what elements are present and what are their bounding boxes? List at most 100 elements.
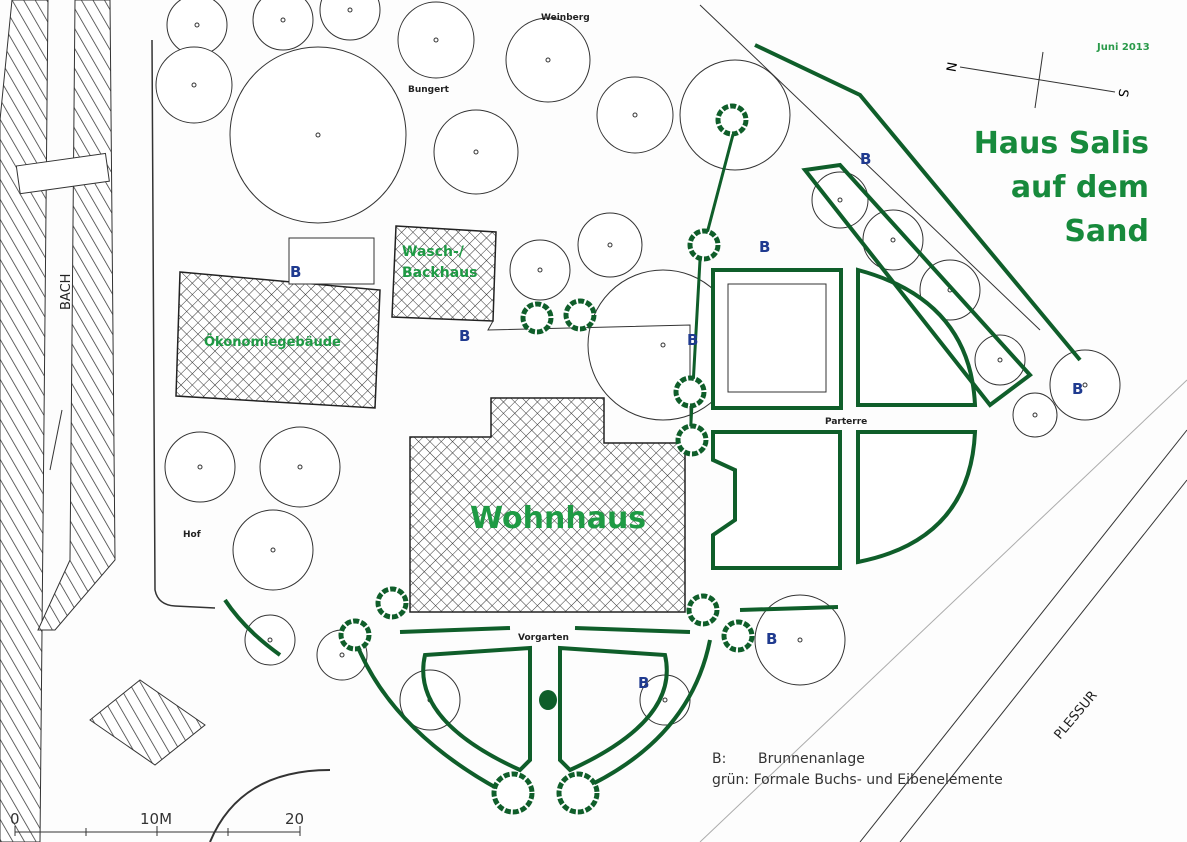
fountain-marker: B (1072, 380, 1083, 398)
tree (509, 239, 571, 301)
yew-tree (675, 423, 709, 457)
tree (811, 171, 869, 229)
plessur-bank-3 (699, 379, 1187, 842)
label-bach: BACH (59, 274, 74, 310)
tree-trunk (433, 37, 439, 43)
tree-trunk (473, 149, 479, 155)
fountain-marker: B (860, 150, 871, 168)
tree (164, 431, 236, 503)
road-south (209, 769, 331, 842)
small-building (89, 679, 206, 766)
vorgarten (223, 598, 839, 792)
yew-tree (673, 375, 707, 409)
tree-trunk (347, 7, 353, 13)
shed (288, 237, 375, 285)
tree-trunk (632, 112, 638, 118)
tree (397, 1, 475, 79)
yew-tree (715, 103, 749, 137)
tree-trunk (537, 267, 543, 273)
label-wasch: Wasch-/ (402, 244, 465, 260)
label-wohnhaus: Wohnhaus (470, 501, 646, 536)
legend-b-key: B: (712, 751, 727, 767)
tree-trunk (890, 237, 896, 243)
compass-north: N (942, 60, 958, 72)
legend-green: grün: Formale Buchs- und Eibenelemente (712, 770, 1003, 791)
plessur-bank-1 (859, 429, 1187, 842)
compass-south: S (1114, 87, 1130, 98)
yew-tree (520, 301, 554, 335)
yew-tree (563, 298, 597, 332)
tree (232, 509, 314, 591)
tree-trunk (1032, 412, 1038, 418)
yew-tree (687, 228, 721, 262)
tree-trunk (197, 464, 203, 470)
bridge (15, 152, 110, 195)
scale-0: 0 (10, 810, 20, 828)
tree-trunk (607, 242, 613, 248)
tree-trunk (191, 82, 197, 88)
tree (319, 0, 381, 41)
legend-green-text: Formale Buchs- und Eibenelemente (753, 772, 1003, 788)
fountain-marker: B (459, 327, 470, 345)
tree (862, 209, 924, 271)
tree (229, 46, 407, 224)
yew-tree (375, 586, 409, 620)
tree-trunk (297, 464, 303, 470)
tree-trunk (194, 22, 200, 28)
legend-b: B:Brunnenanlage (712, 749, 1003, 770)
compass (959, 51, 1116, 109)
stream-bank-left (0, 0, 49, 842)
tree (155, 46, 233, 124)
tree (974, 334, 1026, 386)
fountain-center (539, 690, 557, 710)
tree (244, 614, 296, 666)
tree (754, 594, 846, 686)
fountain-markers: B B B B B B B B (290, 150, 1083, 692)
legend-green-key: grün: (712, 772, 750, 788)
label-vorgarten: Vorgarten (518, 633, 569, 643)
plan-date: Juni 2013 (1097, 42, 1150, 53)
parterre (688, 43, 1082, 570)
tree (505, 17, 591, 103)
yew-tree (721, 619, 755, 653)
flow-arrow (49, 409, 63, 471)
tree-trunk (267, 637, 273, 643)
scale-10m: 10M (140, 810, 172, 828)
fountain-marker: B (687, 331, 698, 349)
tree-trunk (797, 637, 803, 643)
yew-tree (556, 771, 600, 815)
tree-trunk (660, 342, 666, 348)
tree (259, 426, 341, 508)
tree-trunk (662, 697, 668, 703)
property-wall (151, 39, 216, 609)
label-parterre: Parterre (825, 417, 867, 427)
label-hof: Hof (183, 530, 201, 540)
tree (1012, 392, 1058, 438)
tree-trunk (270, 547, 276, 553)
tree-trunk (280, 17, 286, 23)
title-line-1: Haus Salis (973, 126, 1149, 161)
tree-trunk (1082, 382, 1088, 388)
scale-20: 20 (285, 810, 304, 828)
tree-trunk (837, 197, 843, 203)
fountain-marker: B (766, 630, 777, 648)
tree (433, 109, 519, 195)
tree-trunk (339, 652, 345, 658)
plan-title: Haus Salis auf dem Sand (929, 122, 1149, 254)
title-line-3: Sand (1064, 214, 1149, 249)
yew-tree (338, 618, 372, 652)
fountain-marker: B (638, 674, 649, 692)
trees (155, 0, 1121, 731)
label-weinberg: Weinberg (541, 13, 590, 23)
tree-trunk (315, 132, 321, 138)
label-bungert: Bungert (408, 85, 450, 95)
fountain-marker: B (759, 238, 770, 256)
tree (577, 212, 643, 278)
tree-trunk (997, 357, 1003, 363)
legend: B:Brunnenanlage grün: Formale Buchs- und… (712, 749, 1003, 791)
label-oekonomiegebaeude: Ökonomiegebäude (204, 334, 341, 350)
plessur-bank-2 (899, 479, 1187, 842)
yew-trees (338, 103, 755, 815)
fountain-marker: B (290, 263, 301, 281)
